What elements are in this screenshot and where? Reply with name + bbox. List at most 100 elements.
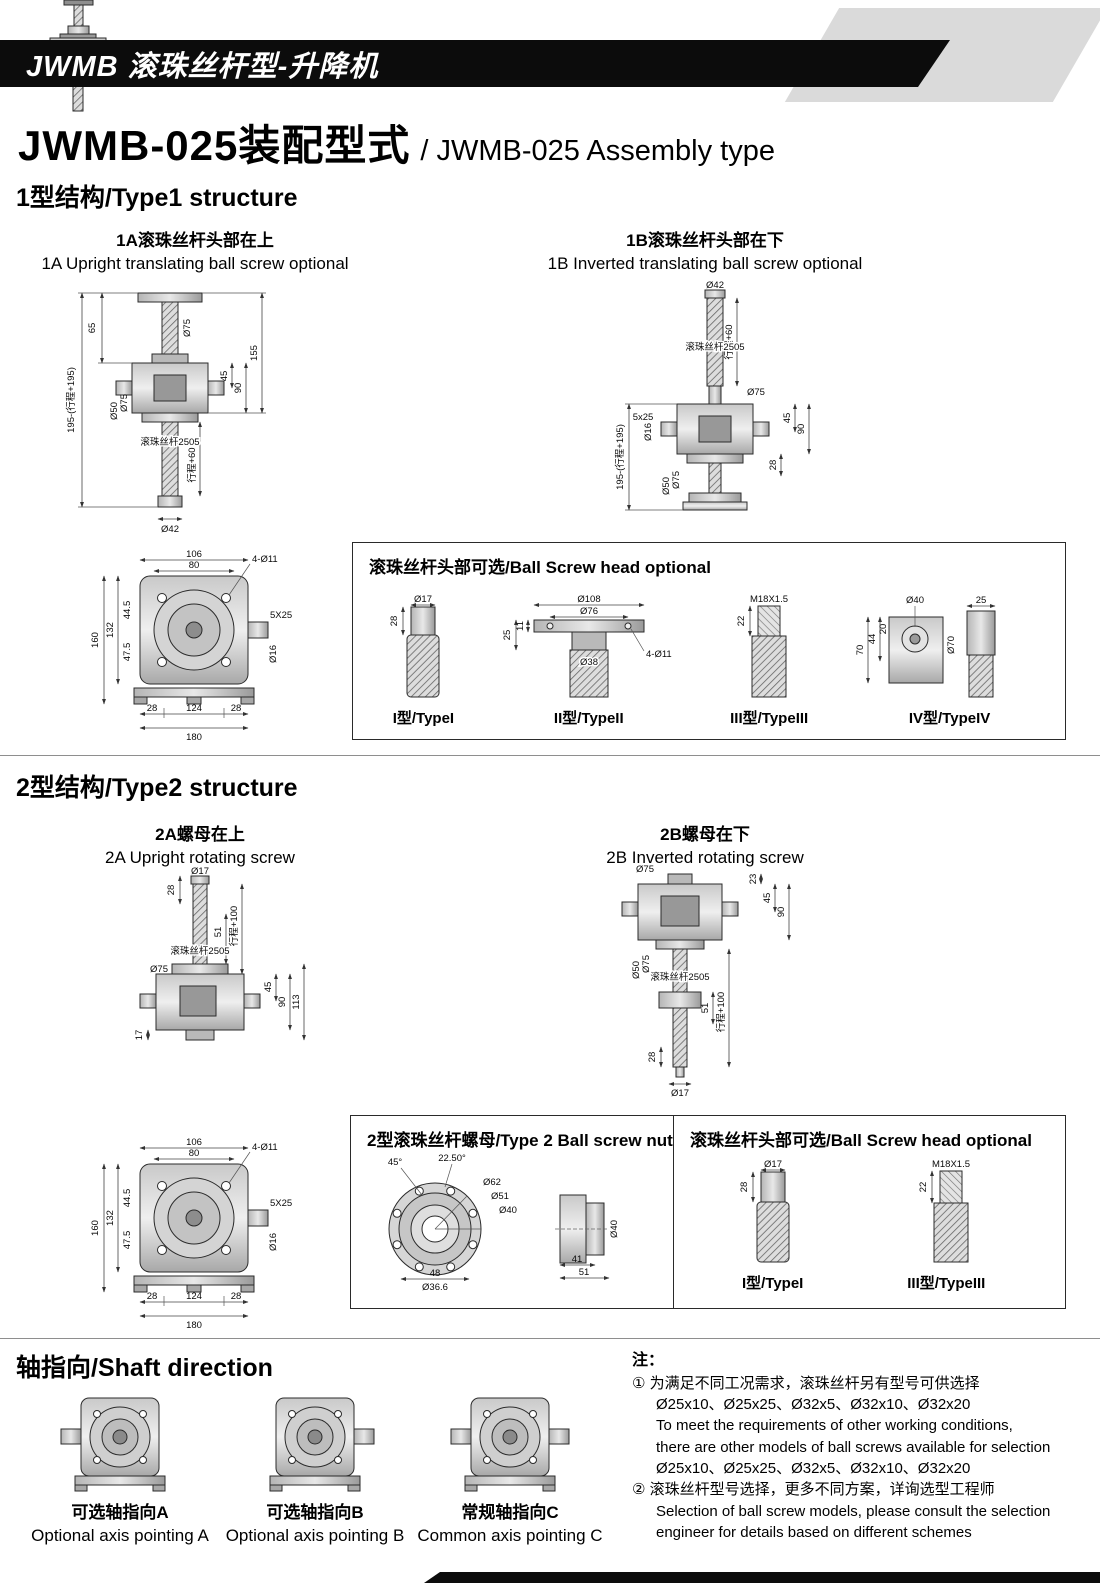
section1-heading: 1型结构/Type1 structure bbox=[16, 184, 298, 212]
shaft-direction-c-drawing bbox=[450, 1397, 570, 1492]
dim-label: 155 bbox=[249, 345, 260, 361]
dim-label: 滚珠丝杆2505 bbox=[170, 945, 229, 957]
type3-label-2: III型/TypeIII bbox=[907, 1275, 986, 1292]
dim-label: 132 bbox=[105, 1210, 116, 1226]
dim-label: 45° bbox=[388, 1157, 403, 1168]
page-title: JWMB-025装配型式 / JWMB-025 Assembly type bbox=[18, 112, 775, 173]
fig-2a-caption-cn: 2A螺母在上 bbox=[155, 825, 245, 844]
type1-cell-2: Ø17 28 I型/TypeI bbox=[718, 1158, 828, 1301]
dim-label: 25 bbox=[502, 630, 513, 641]
type2-head-drawing: Ø108 Ø76 25 11 Ø38 4-Ø11 bbox=[502, 594, 671, 698]
dim-label: 滚珠丝杆2505 bbox=[650, 971, 709, 983]
dim-label: Ø40 bbox=[906, 595, 924, 606]
shaft-direction-b-drawing bbox=[269, 1397, 375, 1492]
dim-label: 行程+60 bbox=[186, 447, 198, 482]
dim-label: 160 bbox=[90, 1220, 101, 1236]
dim-label: 44.5 bbox=[122, 601, 133, 620]
dim-label: M18X1.5 bbox=[932, 1159, 970, 1170]
type2-nut-cell: 2型滚珠丝杆螺母/Type 2 Ball screw nut bbox=[351, 1116, 674, 1308]
dim-label: 113 bbox=[291, 994, 302, 1009]
dim-label: 11 bbox=[515, 621, 526, 631]
note-line: there are other models of ball screws av… bbox=[656, 1438, 1051, 1456]
dim-label: 22.50° bbox=[438, 1153, 466, 1164]
ball-screw-head-optional-title-2: 滚珠丝杆头部可选/Ball Screw head optional bbox=[690, 1131, 1032, 1150]
dim-label: 106 bbox=[186, 549, 202, 560]
dim-label: Ø50 bbox=[631, 961, 642, 979]
note-line: Ø25x10、Ø25x25、Ø32x5、Ø32x10、Ø32x20 bbox=[656, 1396, 971, 1414]
dim-label: Ø40 bbox=[609, 1220, 620, 1238]
page-title-en: / JWMB-025 Assembly type bbox=[420, 135, 775, 167]
header-bar: JWMB 滚珠丝杆型-升降机 bbox=[0, 40, 950, 87]
dim-label: Ø75 bbox=[150, 964, 168, 975]
dim-label: 5x25 bbox=[633, 412, 654, 423]
dim-label: 106 bbox=[186, 1137, 202, 1148]
dim-label: 124 bbox=[186, 703, 202, 714]
section3-heading: 轴指向/Shaft direction bbox=[16, 1354, 273, 1382]
dim-label: 28 bbox=[231, 703, 242, 714]
type4-label: IV型/TypeIV bbox=[908, 710, 991, 727]
dim-label: 行程+100 bbox=[228, 906, 240, 946]
dim-label: Ø17 bbox=[414, 594, 432, 605]
fig-2b-caption-en: 2B Inverted rotating screw bbox=[606, 847, 804, 867]
dim-label: Ø17 bbox=[191, 866, 209, 877]
dim-label: 180 bbox=[186, 1320, 202, 1331]
shaft-c-caption: 常规轴指向C Common axis pointing C bbox=[415, 1502, 605, 1548]
dim-label: 17 bbox=[134, 1030, 145, 1041]
dim-label: 80 bbox=[189, 1148, 200, 1159]
type3-head-drawing-2: M18X1.5 22 bbox=[918, 1159, 970, 1263]
dim-label: Ø70 bbox=[946, 636, 957, 654]
fig-1b-caption: 1B滚珠丝杆头部在下 1B Inverted translating ball … bbox=[520, 230, 890, 276]
dim-label: 90 bbox=[233, 383, 244, 394]
type4-head-drawing: Ø40 25 70 44 20 Ø70 bbox=[855, 595, 996, 698]
type2-nut-title: 2型滚珠丝杆螺母/Type 2 Ball screw nut bbox=[367, 1131, 673, 1150]
dim-label: Ø75 bbox=[636, 864, 654, 875]
dim-label: 195-(行程+195) bbox=[65, 367, 77, 433]
dim-label: Ø76 bbox=[580, 606, 598, 617]
type1-bottom-view-drawing: 106 80 4-Ø11 160 132 44.5 47.5 5X25 Ø16 … bbox=[90, 549, 292, 743]
dim-label: 51 bbox=[213, 927, 224, 938]
dim-label: 20 bbox=[878, 624, 889, 635]
head-types-row-2: Ø17 28 I型/TypeI M18X1.5 22 III型/TypeIII bbox=[674, 1151, 1065, 1301]
dim-label: Ø62 bbox=[483, 1177, 501, 1188]
dim-label: Ø50 bbox=[109, 402, 120, 420]
dim-label: 行程+60 bbox=[723, 324, 735, 359]
fig-2a-drawing: Ø17 28 51 行程+100 滚珠丝杆2505 Ø75 45 90 113 … bbox=[134, 866, 306, 1041]
fig-1b-drawing: Ø42 行程+60 滚珠丝杆2505 Ø75 5x25 195-(行程+195)… bbox=[614, 280, 811, 511]
dim-label: 滚珠丝杆2505 bbox=[140, 436, 199, 448]
fig-1a-caption-en: 1A Upright translating ball screw option… bbox=[41, 253, 349, 273]
dim-label: 28 bbox=[647, 1052, 658, 1063]
fig-2a-caption-en: 2A Upright rotating screw bbox=[105, 847, 295, 867]
dim-label: 44.5 bbox=[122, 1189, 133, 1208]
dim-label: 4-Ø11 bbox=[252, 1142, 278, 1153]
dim-label: 48 bbox=[430, 1268, 441, 1279]
dim-label: Ø36.6 bbox=[422, 1282, 448, 1291]
dim-label: 132 bbox=[105, 622, 116, 638]
shaft-b-caption: 可选轴指向B Optional axis pointing B bbox=[220, 1502, 410, 1548]
dim-label: 47.5 bbox=[122, 643, 133, 662]
dim-label: 45 bbox=[263, 982, 274, 993]
note-line: ② 滚珠丝杆型号选择，更多不同方案，详询选型工程师 bbox=[632, 1481, 995, 1499]
dim-label: 5X25 bbox=[270, 610, 292, 621]
note-line: engineer for details based on different … bbox=[656, 1523, 972, 1541]
shaft-a-caption: 可选轴指向A Optional axis pointing A bbox=[25, 1502, 215, 1548]
head-optional-cell-2: 滚珠丝杆头部可选/Ball Screw head optional Ø17 28… bbox=[674, 1116, 1065, 1308]
dim-label: Ø75 bbox=[182, 319, 193, 337]
dim-label: 51 bbox=[700, 1003, 711, 1014]
page-title-cn: JWMB-025装配型式 bbox=[18, 122, 411, 169]
dim-label: 44 bbox=[867, 634, 878, 645]
dim-label: Ø17 bbox=[671, 1088, 689, 1099]
type3-label: III型/TypeIII bbox=[730, 710, 809, 727]
shaft-b-caption-en: Optional axis pointing B bbox=[225, 1525, 405, 1545]
dim-label: 23 bbox=[748, 874, 759, 885]
dim-label: 195-(行程+195) bbox=[614, 424, 626, 490]
dim-label: 28 bbox=[739, 1182, 750, 1193]
dim-label: Ø16 bbox=[643, 423, 654, 441]
notes-label: 注： bbox=[632, 1352, 665, 1369]
type4-cell: Ø40 25 70 44 20 Ø70 IV型/TypeIV bbox=[855, 593, 1045, 736]
dim-label: Ø17 bbox=[764, 1159, 782, 1170]
type2-cell: Ø108 Ø76 25 11 Ø38 4-Ø11 II型/TypeII bbox=[494, 593, 684, 736]
dim-label: 45 bbox=[219, 371, 230, 382]
dim-label: Ø38 bbox=[580, 657, 598, 668]
dim-label: M18X1.5 bbox=[750, 594, 788, 605]
